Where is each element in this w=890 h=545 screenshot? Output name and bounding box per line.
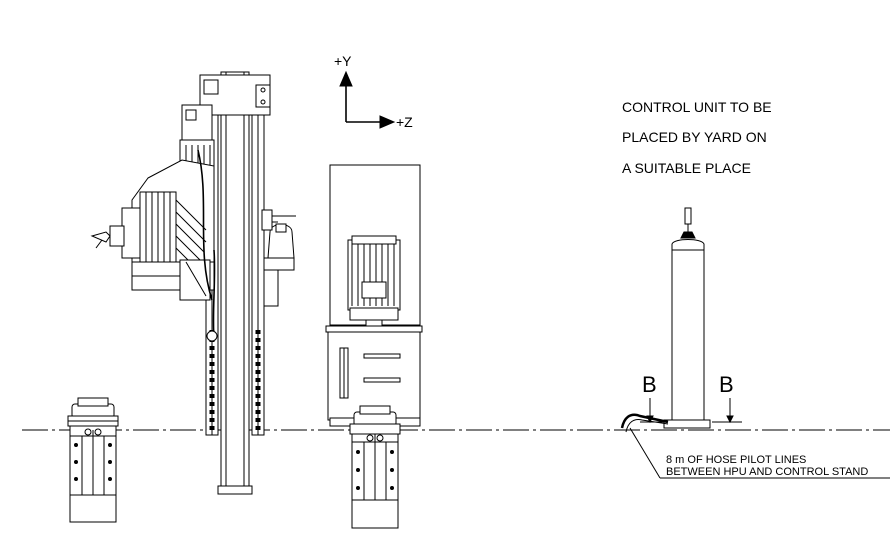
- section-marker-left: B: [642, 372, 657, 397]
- section-markers: B B: [640, 372, 742, 424]
- control-note-line3: A SUITABLE PLACE: [622, 160, 751, 176]
- crane-column-assembly: [90, 71, 296, 495]
- hose-note: 8 m OF HOSE PILOT LINES BETWEEN HPU AND …: [666, 454, 868, 478]
- hose-note-line2: BETWEEN HPU AND CONTROL STAND: [666, 466, 868, 478]
- axis-y-label: +Y: [334, 53, 352, 69]
- control-note-line2: PLACED BY YARD ON: [622, 129, 767, 145]
- left-pedestal: [67, 397, 119, 523]
- right-pedestal: [349, 405, 401, 529]
- axis-z-label: +Z: [396, 114, 413, 130]
- section-marker-right: B: [719, 372, 734, 397]
- hose-note-line1: 8 m OF HOSE PILOT LINES: [666, 454, 806, 466]
- control-stand: [663, 207, 711, 429]
- control-note: CONTROL UNIT TO BE PLACED BY YARD ON A S…: [622, 99, 772, 176]
- control-note-line1: CONTROL UNIT TO BE: [622, 99, 772, 115]
- hpu-unit: [325, 164, 423, 427]
- hose-pilot-lines: [620, 413, 890, 479]
- axis-indicator: +Y +Z: [334, 53, 413, 130]
